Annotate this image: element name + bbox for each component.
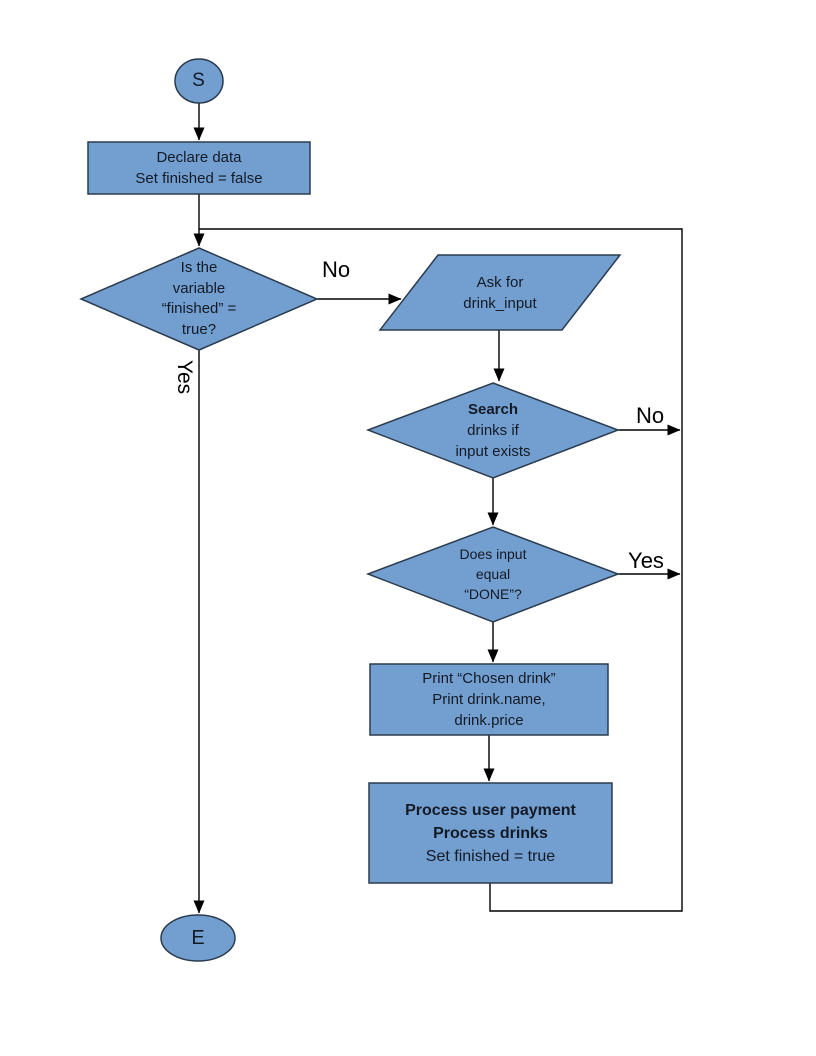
search-decision-label: Search drinks if input exists [403,399,583,462]
finished-decision-shape [79,247,319,351]
start-terminator-shape [174,58,224,104]
finished-line-3: “finished” = [161,300,237,317]
payment-process-label: Process user payment Process drinks Set … [369,783,612,883]
finished-no-label: No [321,257,351,282]
search-line-1: Search [467,401,519,418]
edge-loop-back [199,228,683,912]
ask-input-label: Ask for drink_input [410,271,590,314]
print-process-shape [369,663,609,736]
print-line-2: Print drink.name, [432,691,546,708]
end-terminator-label: E [161,915,235,961]
end-label-text: E [191,926,205,949]
finished-line-4: true? [181,320,217,338]
done-yes-label: Yes [628,548,664,573]
ask-input-line-2: drink_input [463,294,537,312]
done-line-3: “DONE”? [464,586,522,602]
declare-process-label: Declare data Set finished = false [88,142,310,194]
print-process-label: Print “Chosen drink” Print drink.name, d… [370,664,608,735]
finished-decision-label: Is the variable “finished” = true? [104,257,294,341]
ask-input-line-1: Ask for [476,273,524,291]
declare-process-shape [87,141,311,195]
finished-line-1: Is the [180,259,218,276]
finished-line-2: variable [172,279,226,297]
declare-line-2: Set finished = false [135,170,263,187]
done-line-2: equal [475,566,511,582]
payment-line-3: Set finished = true [425,847,556,865]
search-line-3: input exists [455,443,531,460]
ask-input-io-shape [378,254,622,331]
start-terminator-label: S [175,58,222,103]
print-line-3: drink.price [454,712,524,729]
end-terminator-shape [160,914,236,962]
done-decision-label: Does input equal “DONE”? [403,544,583,604]
finished-yes-label: Yes [173,359,196,395]
print-line-1: Print “Chosen drink” [422,670,556,687]
payment-process-shape [368,782,613,884]
payment-line-2: Process drinks [433,824,548,842]
search-no-label: No [635,403,665,428]
start-label-text: S [192,70,205,91]
payment-line-1: Process user payment [405,801,576,819]
done-line-1: Does input [459,546,527,562]
search-decision-shape [365,382,621,479]
done-decision-shape [365,526,621,623]
search-line-2: drinks if [467,422,519,439]
declare-line-1: Declare data [156,149,242,166]
